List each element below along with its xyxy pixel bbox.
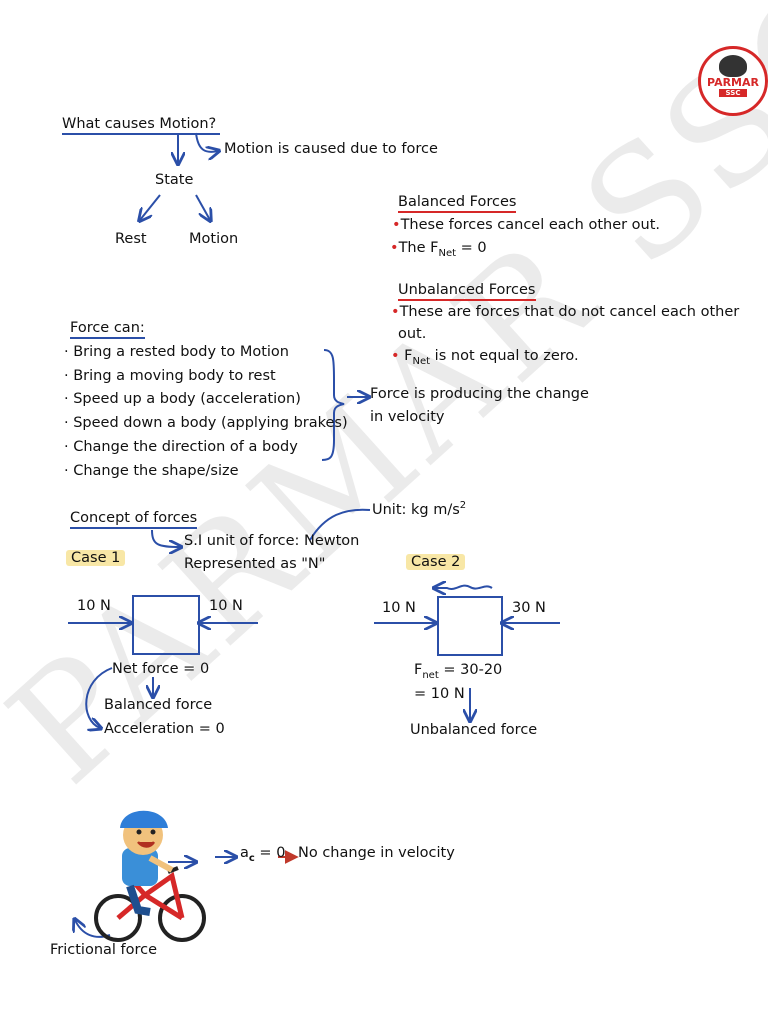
case2-net-result: = 10 N [414,686,465,702]
cyclist-result: No change in velocity [298,845,455,861]
arrow-concept-to-si [151,529,180,547]
case2-right-force: 30 N [512,600,546,616]
logo-text: PARMAR [707,76,759,89]
force-can-item: · Speed down a body (applying brakes) [64,415,348,431]
motion-answer: Motion is caused due to force [224,141,438,157]
force-can-item: · Speed up a body (acceleration) [64,391,301,407]
friction-label: Frictional force [50,942,158,958]
balanced-line1: •These forces cancel each other out. [392,217,661,233]
case1-label: Case 1 [66,550,126,566]
case1-acceleration: Acceleration = 0 [104,721,225,737]
arrow-to-answer [195,132,218,152]
brand-logo: PARMAR SSC [698,46,768,116]
case2-net: Fnet = 30-20 [414,662,503,681]
force-can-item: · Change the direction of a body [64,439,298,455]
si-unit-label: S.I unit of force: Newton [184,533,360,549]
force-conclusion-line2: in velocity [370,409,445,425]
case2-label: Case 2 [406,554,466,570]
logo-subtext: SSC [719,89,747,97]
state-label: State [155,172,194,188]
arrow-state-to-rest [140,194,161,220]
represented-label: Represented as "N" [184,556,326,572]
case1-net: Net force = 0 [112,661,210,677]
question-heading: What causes Motion? [62,116,221,135]
case2-box [437,596,503,656]
case1-right-force: 10 N [209,598,243,614]
cyclist-acceleration: ac = 0 [240,845,286,864]
force-can-item: · Bring a moving body to rest [64,368,276,384]
balanced-line2: •The FNet = 0 [390,240,487,259]
cyclist-illustration [94,810,206,942]
force-conclusion-line1: Force is producing the change [370,386,589,402]
logo-emblem-icon [719,55,747,77]
unbalanced-line1: •These are forces that do not cancel eac… [391,304,740,320]
case1-left-force: 10 N [77,598,111,614]
curly-brace [321,349,345,461]
motion-label: Motion [189,231,239,247]
unbalanced-line1b: out. [398,326,427,342]
concept-title: Concept of forces [70,510,198,529]
arrow-state-to-motion [195,194,210,220]
arrow-case2-wavy [435,586,493,589]
force-can-item: · Change the shape/size [64,463,239,479]
arrow-friction [75,920,111,938]
balanced-title: Balanced Forces [398,194,517,213]
unit-label: Unit: kg m/s2 [372,500,467,518]
case2-left-force: 10 N [382,600,416,616]
rest-label: Rest [115,231,147,247]
case1-box [132,595,200,655]
force-can-title: Force can: [70,320,145,339]
force-can-item: · Bring a rested body to Motion [64,344,289,360]
case2-unbalanced: Unbalanced force [410,722,538,738]
unbalanced-title: Unbalanced Forces [398,282,536,301]
case1-balanced: Balanced force [104,697,213,713]
unbalanced-line2: • FNet is not equal to zero. [391,348,579,367]
